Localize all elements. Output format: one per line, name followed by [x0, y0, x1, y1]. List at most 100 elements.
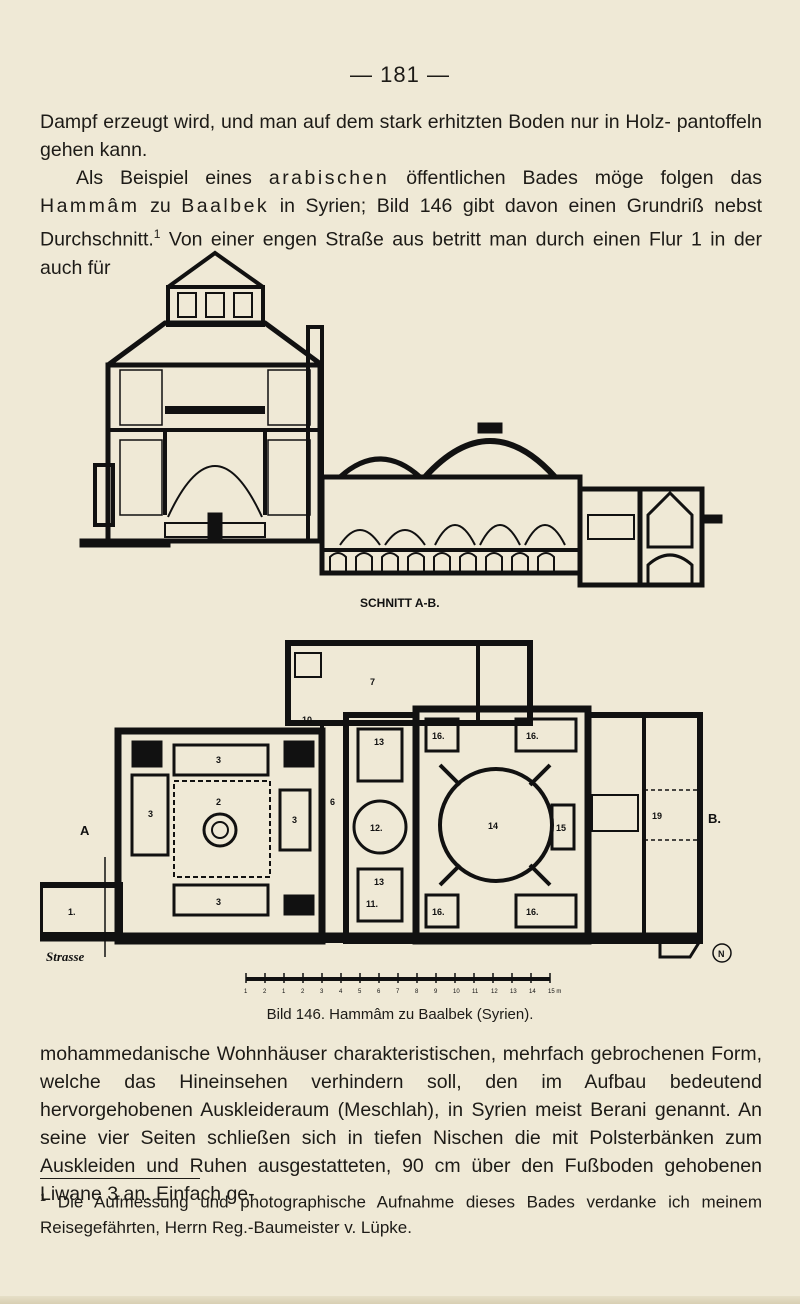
columns [163, 430, 267, 515]
page-number: — 181 — [350, 62, 450, 87]
cistern [591, 794, 639, 832]
pier [131, 740, 163, 768]
figure-hammam: SCHNITT A-B. [40, 245, 760, 1035]
cell-15 [550, 803, 576, 851]
north-label: N [718, 949, 725, 959]
scale-tick-label: 1 [282, 989, 286, 995]
interior-arches [339, 524, 566, 546]
entrance-corridor [40, 882, 123, 938]
liwan-east [278, 788, 312, 852]
scale-tick-label: 10 [453, 989, 460, 995]
street-label: Strasse [46, 949, 85, 964]
scale-tick-label: 11 [472, 989, 479, 995]
section-drawing [79, 250, 723, 588]
room-number: 11. [366, 899, 378, 909]
window [177, 292, 197, 318]
text-run: zu [139, 195, 182, 217]
pillar [306, 325, 324, 543]
corridor [320, 721, 348, 943]
main-dome [422, 438, 558, 480]
text-run: Als Beispiel eines [76, 167, 269, 189]
liwan-north [172, 743, 270, 777]
text-run-spaced: Baalbek [181, 195, 270, 217]
footnote-reference: 1 [153, 227, 161, 241]
arch [167, 465, 263, 518]
footnote-text: Die Aufmessung und photographische Aufna… [40, 1192, 762, 1237]
room-number: 16. [526, 731, 539, 741]
niche-13 [356, 727, 404, 783]
section-label: SCHNITT A-B. [360, 596, 440, 610]
furnace-arch [646, 553, 694, 583]
tank [587, 514, 635, 540]
room-number: 13 [374, 877, 384, 887]
intro-text: Dampf erzeugt wird, und man auf dem star… [40, 108, 762, 282]
room-number: 6 [330, 797, 335, 807]
furnace [646, 490, 694, 549]
figure-caption: Bild 146. Hammâm zu Baalbek (Syrien). [266, 1006, 534, 1023]
room-number: 19 [652, 811, 662, 821]
body-paragraph: mohammedanische Wohnhäuser charakteristi… [40, 1043, 762, 1205]
plan-room-top [285, 640, 533, 726]
footnote: 1 Die Aufmessung und photographische Auf… [40, 1186, 762, 1240]
room-number: 10 [302, 715, 312, 725]
room-number: 16. [432, 907, 445, 917]
outflow [701, 514, 723, 524]
scale-tick-label: 3 [320, 989, 324, 995]
scale-tick-label: 2 [263, 989, 267, 995]
scale-tick-label: 8 [415, 989, 419, 995]
text-run: öffentlichen Bades möge folgen das [389, 167, 763, 189]
niche-13b [356, 867, 404, 923]
floor-plan [40, 640, 732, 963]
window [205, 292, 225, 318]
page-edge [0, 1296, 800, 1304]
wall-hatch [267, 369, 311, 426]
footnote-divider [40, 1178, 200, 1179]
dome [338, 456, 422, 479]
wall-hatch [119, 439, 163, 516]
fountain-symbol [211, 821, 229, 839]
text-run-spaced: Hammâm [40, 195, 140, 217]
drain [658, 940, 702, 959]
scale-tick-label: 13 [510, 989, 517, 995]
scale-tick-label: 7 [396, 989, 400, 995]
cell-16 [424, 717, 460, 753]
roof [106, 320, 324, 368]
scale-tick-label: 4 [339, 989, 343, 995]
liwan-south [172, 883, 270, 917]
corner-piers [438, 763, 552, 887]
central-platform [173, 780, 271, 878]
dome-room-12 [352, 799, 408, 855]
scale-tick-label: 14 [529, 989, 536, 995]
section-mark-a: A [80, 823, 90, 838]
scale-tick-label: 15 m [548, 989, 561, 995]
fountain-symbol [202, 812, 238, 848]
body-text: mohammedanische Wohnhäuser charakteristi… [40, 1040, 762, 1208]
text-run-spaced: arabischen [268, 167, 390, 189]
text-run: in Syrien; Bild 146 gibt davon einen Gru… [40, 195, 762, 251]
cell-16 [514, 893, 578, 929]
room-number: 13 [374, 737, 384, 747]
scale-tick-label: 12 [491, 989, 498, 995]
architectural-drawing: SCHNITT A-B. [40, 250, 732, 995]
intro-paragraph-2: Als Beispiel eines arabischen öffentlich… [40, 164, 762, 282]
section-mark-b: B. [708, 811, 721, 826]
intro-paragraph-1: Dampf erzeugt wird, und man auf dem star… [40, 111, 762, 161]
north-arrow-icon [712, 943, 732, 963]
plan-detail [294, 652, 322, 678]
pier [283, 894, 315, 916]
room-numbers: 1. 2 3 3 3 3 6 7 10 11. 12. 13 13 14 15 … [68, 677, 662, 917]
scale-tick-label: 5 [358, 989, 362, 995]
window [233, 292, 253, 318]
wall-hatch [267, 439, 311, 516]
dome-lantern [477, 422, 503, 434]
room-number: 12. [370, 823, 383, 833]
room-number: 3 [148, 809, 153, 819]
cell-16 [424, 893, 460, 929]
lantern [166, 285, 265, 327]
text-run: Von einer engen Straße aus betritt man d… [40, 228, 762, 279]
room-number: 1. [68, 907, 76, 917]
scale-tick-label: 1 [244, 989, 248, 995]
scale-tick-label: 2 [301, 989, 305, 995]
room-number: 3 [216, 755, 221, 765]
